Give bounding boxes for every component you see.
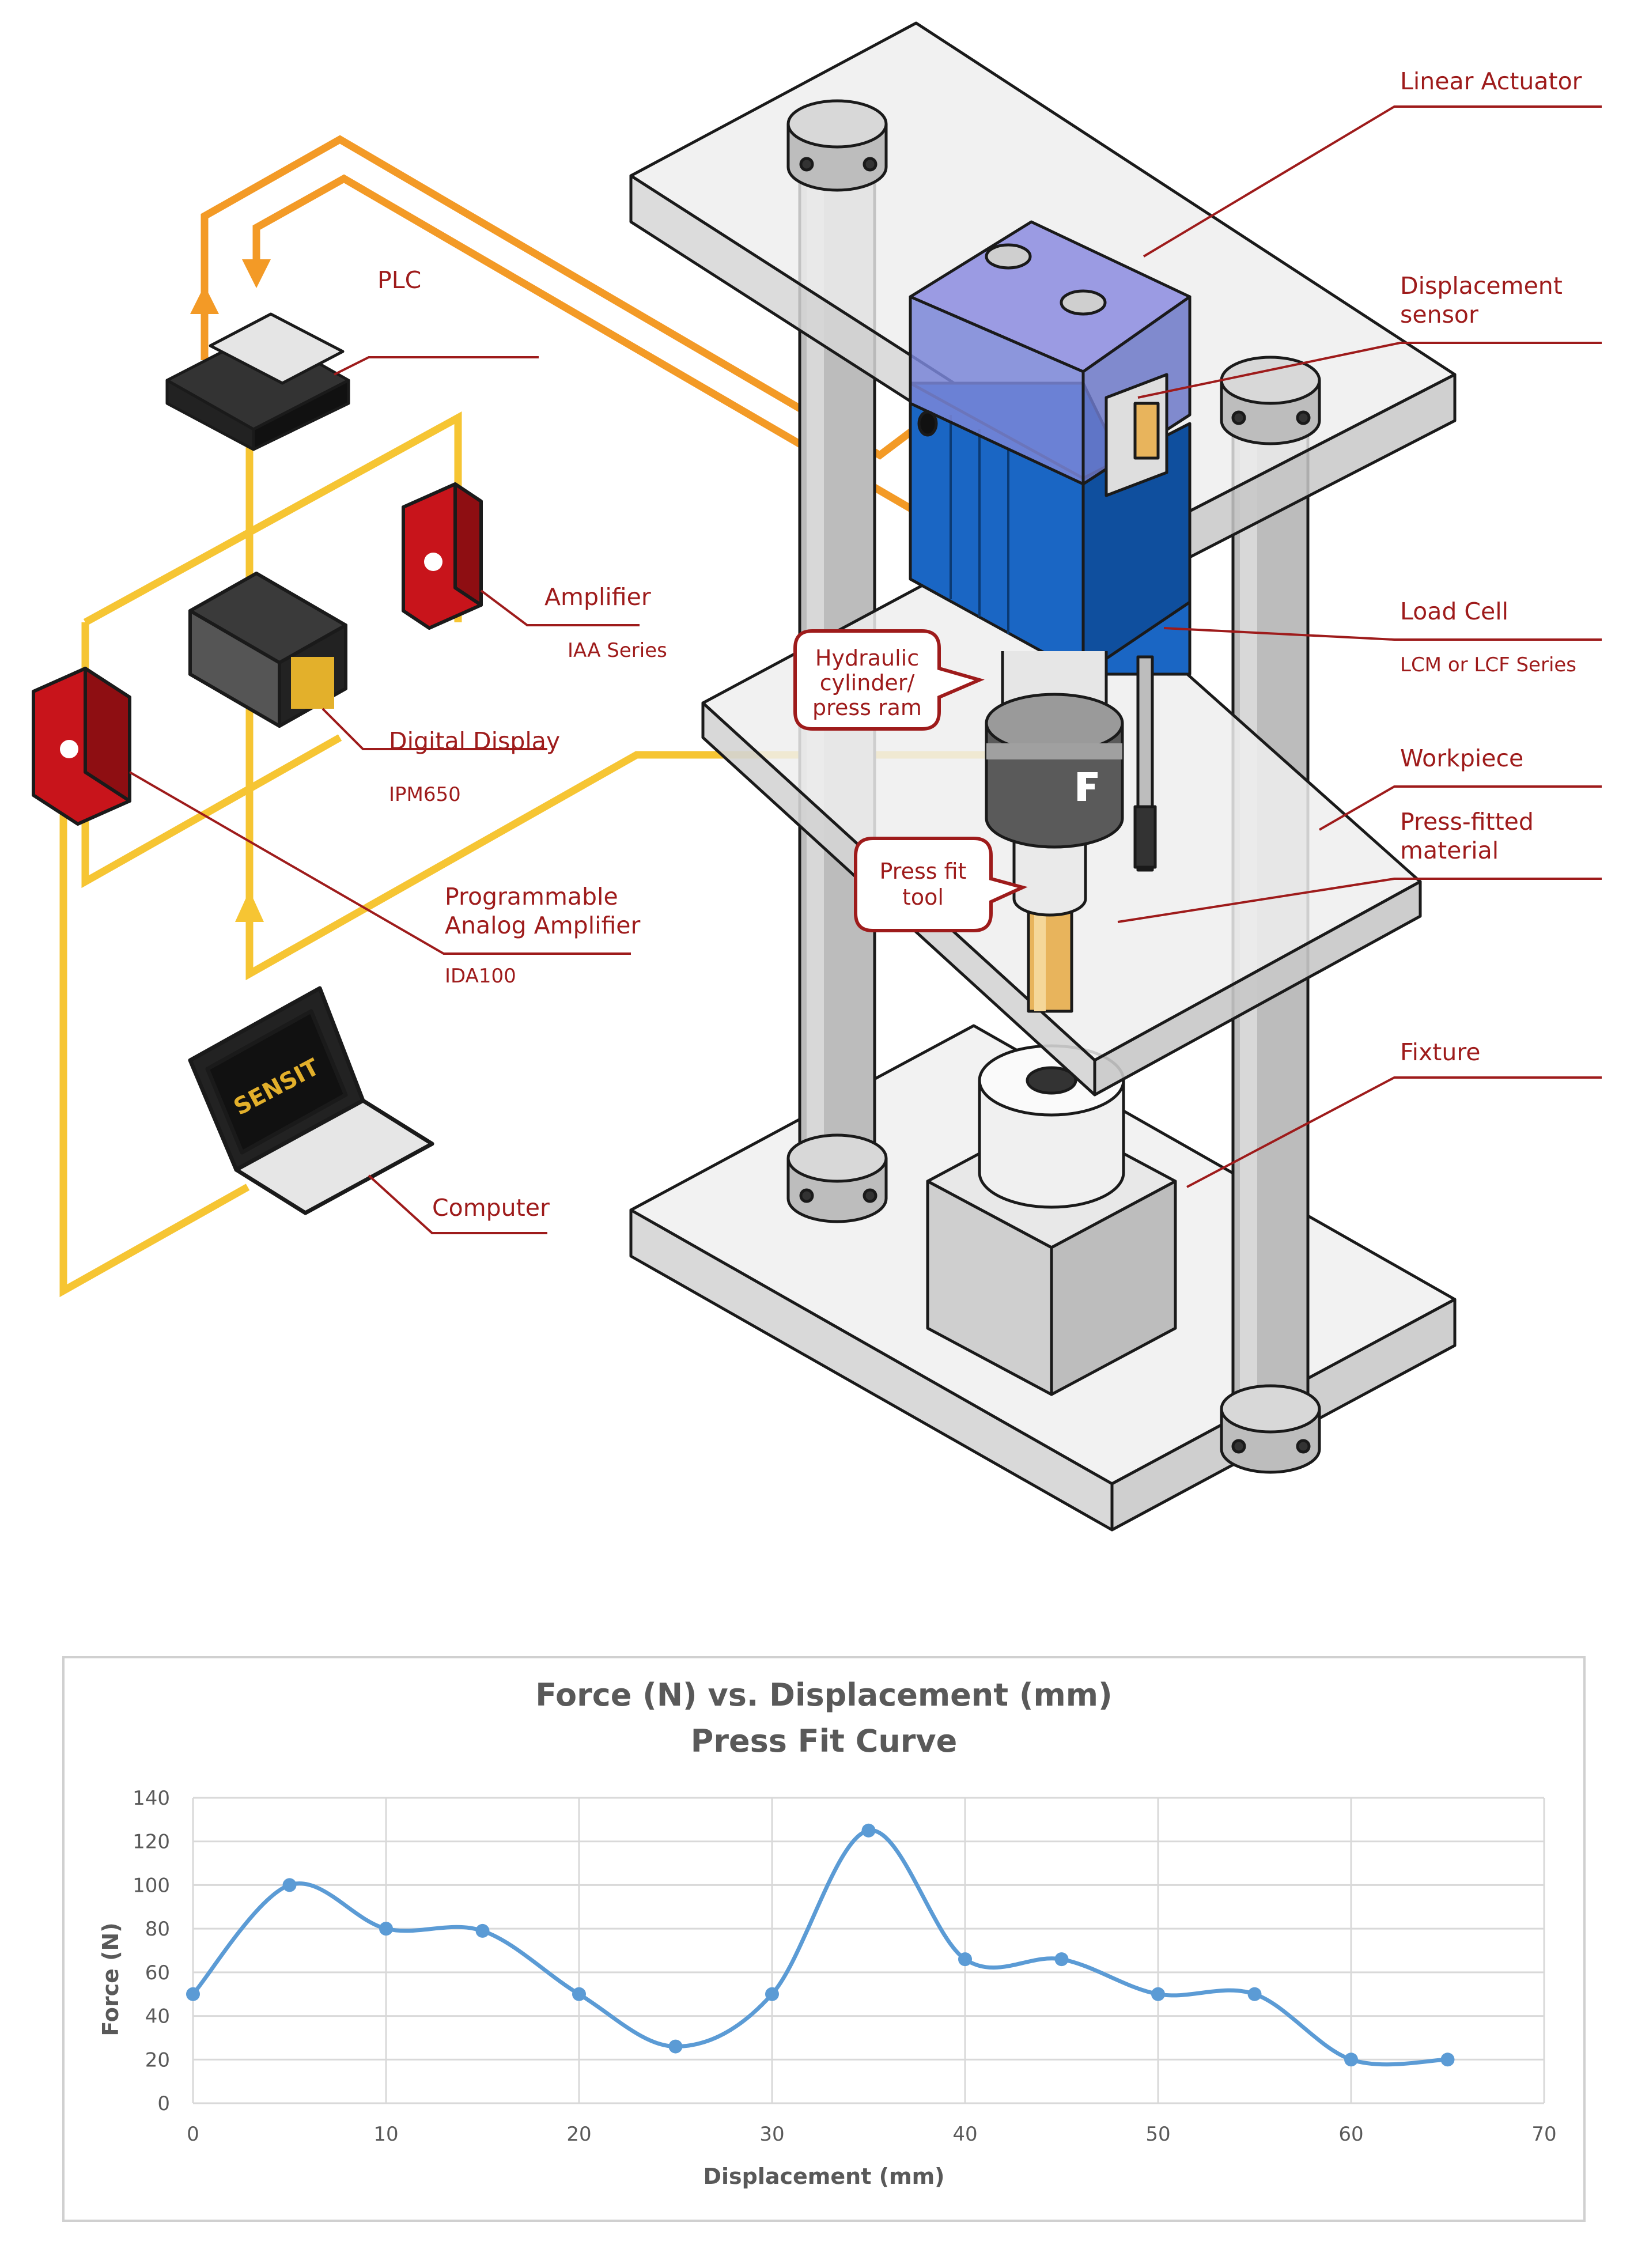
data-point — [282, 1878, 297, 1892]
label-programmable-2: Analog Amplifier — [445, 912, 641, 939]
amplifier-iaa-device — [402, 482, 483, 630]
y-tick-label: 60 — [145, 1961, 170, 1984]
y-tick-label: 0 — [157, 2092, 170, 2115]
label-press-tool-1: Press fit — [880, 859, 967, 884]
callout-bubbles — [793, 629, 1028, 932]
data-point — [1054, 1952, 1069, 1967]
chart-ticks: 0 20 40 60 80 100 120 140 0 10 20 30 40 50 60 70 — [133, 1787, 1557, 2146]
label-press-tool-2: tool — [902, 884, 944, 910]
label-computer: Computer — [432, 1194, 550, 1222]
data-point — [475, 1923, 490, 1938]
label-amplifier-series: IAA Series — [568, 639, 667, 662]
data-point — [958, 1952, 972, 1967]
data-point — [1247, 1987, 1262, 2001]
label-linear-actuator: Linear Actuator — [1400, 67, 1582, 95]
data-point — [861, 1823, 876, 1838]
y-tick-label: 40 — [145, 2005, 170, 2028]
label-digital-display: Digital Display — [389, 727, 560, 755]
chart-y-axis-label: Force (N) — [98, 1922, 123, 2036]
label-press-fitted-1: Press-fitted — [1400, 808, 1534, 836]
x-tick-label: 70 — [1531, 2123, 1556, 2146]
data-point — [379, 1922, 393, 1936]
x-tick-label: 0 — [187, 2123, 199, 2146]
chart-points — [186, 1823, 1455, 2067]
data-point — [668, 2039, 683, 2054]
data-point — [765, 1987, 779, 2001]
label-plc: PLC — [377, 266, 421, 294]
y-tick-label: 20 — [145, 2048, 170, 2072]
data-point — [186, 1987, 200, 2001]
data-point — [572, 1987, 586, 2001]
x-tick-label: 10 — [373, 2123, 398, 2146]
amplifier-ida-device — [32, 667, 131, 826]
column-collars — [786, 1133, 1321, 1474]
x-tick-label: 30 — [759, 2123, 784, 2146]
chart-title: Force (N) vs. Displacement (mm) — [535, 1677, 1112, 1713]
label-fixture: Fixture — [1400, 1038, 1481, 1066]
label-amplifier: Amplifier — [544, 583, 651, 611]
label-ida100: IDA100 — [445, 965, 516, 988]
leader-lines — [128, 105, 1602, 1234]
x-tick-label: 40 — [952, 2123, 977, 2146]
digital-display-device — [188, 572, 347, 728]
data-point — [1151, 1987, 1165, 2001]
x-tick-label: 60 — [1338, 2123, 1363, 2146]
laptop-computer: SENSIT — [188, 986, 434, 1215]
y-tick-label: 120 — [133, 1831, 170, 1854]
label-workpiece: Workpiece — [1400, 744, 1523, 772]
chart-subtitle: Press Fit Curve — [691, 1723, 957, 1759]
label-displacement-sensor-2: sensor — [1400, 301, 1478, 328]
y-tick-label: 100 — [133, 1874, 170, 1897]
data-point — [1440, 2052, 1455, 2067]
y-tick-label: 140 — [133, 1787, 170, 1810]
label-hydraulic-3: press ram — [812, 695, 922, 720]
x-tick-label: 50 — [1145, 2123, 1170, 2146]
label-hydraulic-1: Hydraulic — [815, 645, 919, 671]
label-press-fitted-2: material — [1400, 837, 1499, 864]
diagram-labels: Linear Actuator Displacement sensor Load… — [377, 67, 1582, 1222]
label-load-cell-series: LCM or LCF Series — [1400, 653, 1576, 676]
label-digital-display-model: IPM650 — [389, 783, 461, 806]
chart-frame — [62, 1656, 1586, 2222]
linear-actuator — [909, 220, 1192, 872]
chart-x-axis-label: Displacement (mm) — [703, 2164, 944, 2189]
press-fit-chart: Force (N) vs. Displacement (mm) Press Fi… — [98, 1677, 1557, 2189]
data-point — [1344, 2052, 1358, 2067]
label-hydraulic-2: cylinder/ — [820, 670, 915, 695]
x-tick-label: 20 — [566, 2123, 591, 2146]
label-displacement-sensor-1: Displacement — [1400, 272, 1563, 300]
plc-device — [165, 312, 350, 451]
label-programmable-1: Programmable — [445, 883, 618, 910]
y-tick-label: 80 — [145, 1918, 170, 1941]
label-load-cell: Load Cell — [1400, 598, 1508, 625]
